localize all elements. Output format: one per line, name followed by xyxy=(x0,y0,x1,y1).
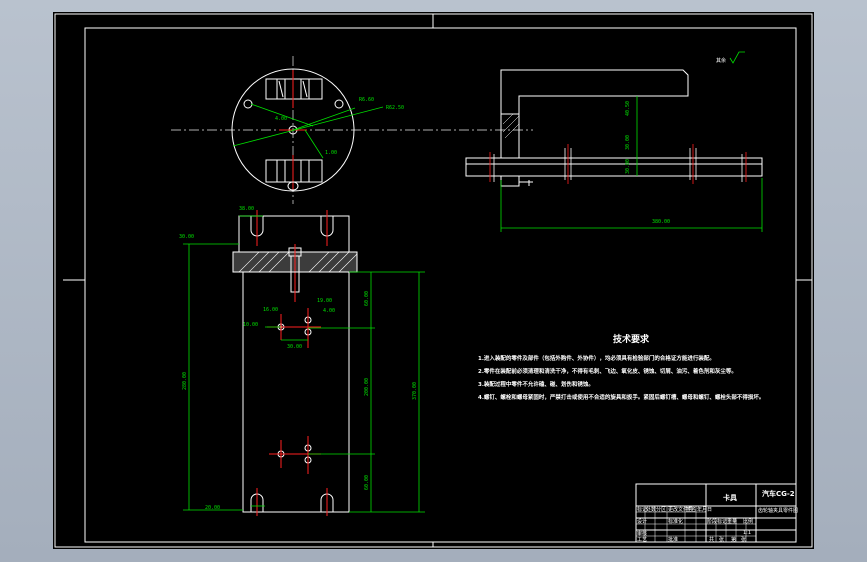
tb-label-sign: 签名 xyxy=(686,506,696,513)
tb-label-date: 年月日 xyxy=(697,506,712,513)
top-circle xyxy=(231,68,355,192)
title-part-no: 汽车CG-2 xyxy=(762,489,795,498)
tb-label-no: 第 xyxy=(731,536,736,543)
tb-label-approve: 批准 xyxy=(668,536,678,543)
dim-top-circle-c: 1.00 xyxy=(325,150,337,156)
title-name: 卡具 xyxy=(723,493,737,502)
tb-label-sheet: 张 xyxy=(741,536,746,543)
tech-requirements: 技术要求 1.进入装配的零件及部件（包括外购件、外协件），均必须具有检验部门的合… xyxy=(478,333,764,401)
dim-front-slot-w: 16.00 xyxy=(263,307,278,313)
tb-label-mark: 标记 xyxy=(637,506,647,513)
dim-front-top-width: 38.00 xyxy=(239,206,254,212)
tb-label-review: 审核 xyxy=(637,530,647,537)
dim-front-bottom-a: 60.00 xyxy=(364,475,370,490)
dim-side-length: 380.00 xyxy=(652,219,670,225)
tech-line-2: 2.零件在装配前必须清理和清洗干净，不得有毛刺、飞边、氧化皮、锈蚀、切屑、油污、… xyxy=(478,367,737,375)
inner-border xyxy=(84,27,797,543)
front-view: 38.00 30.00 16.00 10.00 19.00 4.00 30.00… xyxy=(179,206,425,516)
side-view: 380.00 40.50 30.00 30.00 其余 xyxy=(465,51,763,232)
title-block: 汽车CG-2 卡具 齿轮轴夹具零件图 1:1 标记 处数 分区 更改文件号 签名… xyxy=(635,483,798,543)
tech-line-4: 4.螺钉、螺栓和螺母紧固时，严禁打击或使用不合适的旋具和扳手。紧固后螺钉槽、螺母… xyxy=(478,393,764,401)
tb-label-change: 更改文件号 xyxy=(668,506,693,513)
dim-top-circle-b: R62.50 xyxy=(386,105,404,111)
drawing-sheet[interactable]: R6.60 R62.50 1.00 4.00 xyxy=(53,12,814,549)
tb-label-total: 共 xyxy=(709,536,714,543)
dim-front-left-top: 30.00 xyxy=(179,234,194,240)
tb-label-ratio: 比例 xyxy=(743,518,753,525)
dim-top-circle-a: R6.60 xyxy=(359,97,374,103)
dim-front-slot-h: 10.00 xyxy=(243,322,258,328)
roughness-label: 其余 xyxy=(716,57,726,64)
tb-label-standard: 标准化 xyxy=(668,518,683,525)
dim-front-bottom-left: 20.00 xyxy=(205,505,220,511)
tech-title: 技术要求 xyxy=(613,333,650,345)
cad-drawing: R6.60 R62.50 1.00 4.00 xyxy=(54,13,813,548)
outer-border xyxy=(54,13,813,548)
tech-line-3: 3.装配过程中零件不允许磕、碰、划伤和锈蚀。 xyxy=(478,380,594,388)
dim-front-hole-gap: 30.00 xyxy=(287,344,302,350)
tb-label-zone: 分区 xyxy=(656,506,666,513)
tb-label-sheets: 张 xyxy=(719,536,724,543)
top-view: R6.60 R62.50 1.00 4.00 xyxy=(171,56,533,204)
dim-top-circle-d: 4.00 xyxy=(275,116,287,122)
dim-side-c: 30.00 xyxy=(625,159,631,174)
dim-front-hole: 19.00 xyxy=(317,298,332,304)
title-scale: 1:1 xyxy=(743,530,751,536)
tb-label-process: 工艺 xyxy=(637,537,647,543)
tb-label-design: 设计 xyxy=(637,518,647,525)
dim-side-b: 30.00 xyxy=(625,135,631,150)
dim-front-right-b: 200.00 xyxy=(364,378,370,396)
tech-line-1: 1.进入装配的零件及部件（包括外购件、外协件），均必须具有检验部门的合格证方能进… xyxy=(478,354,715,362)
title-drawing-name: 齿轮轴夹具零件图 xyxy=(758,507,798,514)
dim-side-a: 40.50 xyxy=(625,101,631,116)
tb-label-count: 处数 xyxy=(646,506,656,513)
dim-front-total: 370.00 xyxy=(412,382,418,400)
dim-front-left-height: 280.00 xyxy=(182,372,188,390)
tb-label-stage: 阶段标记 xyxy=(707,518,727,525)
dim-front-hole-dia: 4.00 xyxy=(323,308,335,314)
dim-front-right-a: 60.00 xyxy=(364,291,370,306)
tb-label-weight: 重量 xyxy=(727,518,737,525)
